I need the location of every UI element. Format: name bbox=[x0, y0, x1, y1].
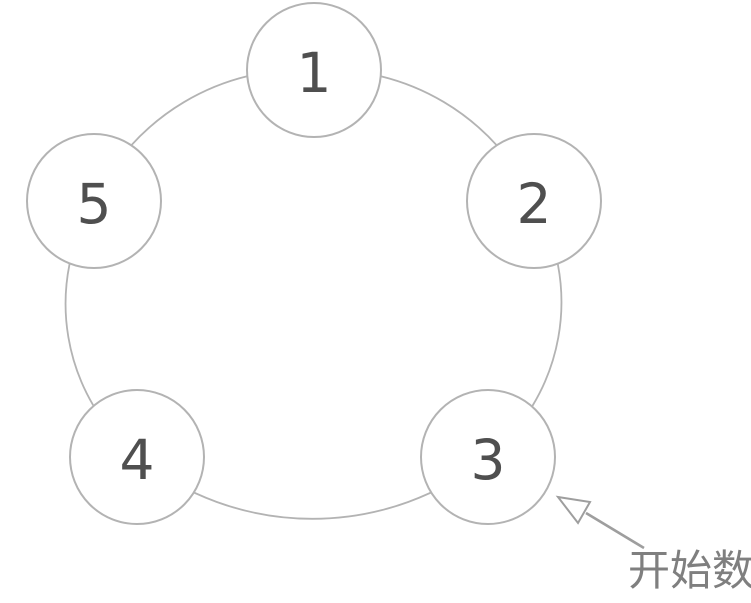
circle-node-2: 2 bbox=[466, 133, 602, 269]
node-5-label: 5 bbox=[76, 171, 112, 236]
annotation-arrow-head-icon bbox=[555, 495, 592, 525]
circle-node-5: 5 bbox=[26, 133, 162, 269]
node-1-label: 1 bbox=[296, 40, 332, 105]
circle-node-4: 4 bbox=[69, 389, 205, 525]
circle-node-1: 1 bbox=[246, 2, 382, 138]
circle-node-3: 3 bbox=[420, 389, 556, 525]
node-2-label: 2 bbox=[516, 171, 552, 236]
annotation-label: 开始数 bbox=[628, 546, 751, 595]
node-3-label: 3 bbox=[470, 427, 506, 492]
annotation-arrow-shaft bbox=[585, 511, 645, 550]
node-4-label: 4 bbox=[119, 427, 155, 492]
